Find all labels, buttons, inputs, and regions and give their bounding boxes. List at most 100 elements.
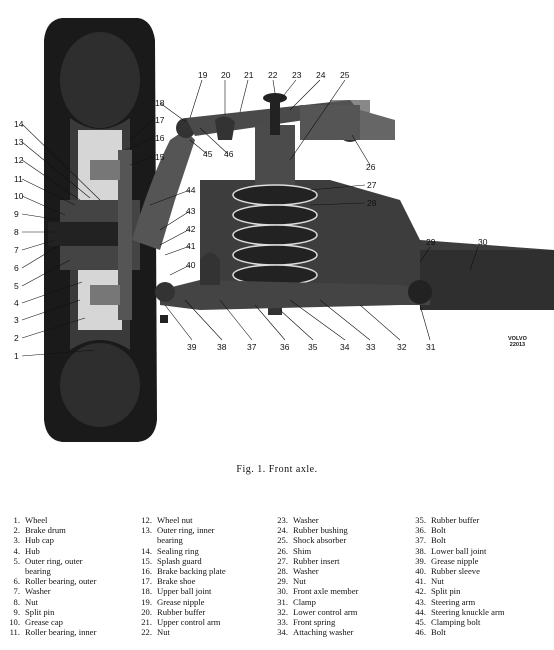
- legend-item: 10.Grease cap: [2, 617, 96, 627]
- legend-item-number: 15.: [141, 555, 152, 566]
- legend-item-label: Upper ball joint: [157, 586, 212, 597]
- hub-and-brake-drum: [48, 150, 140, 320]
- maker-mark-code: 22013: [509, 342, 526, 348]
- legend-item-label: Hub: [25, 545, 40, 556]
- legend-item-label: Shim: [293, 545, 312, 556]
- legend-item-number: 2.: [13, 525, 20, 536]
- legend-item-number: 44.: [415, 606, 426, 617]
- legend-item-number: 46.: [415, 627, 426, 638]
- legend-item-number: 13.: [141, 525, 152, 536]
- callout-10: 10: [14, 191, 24, 201]
- legend-item-number: [2, 566, 20, 576]
- callout-8: 8: [14, 227, 19, 237]
- legend-item-number: 32.: [277, 606, 288, 617]
- legend-item-label: Sealing ring: [157, 545, 199, 556]
- callout-6: 6: [14, 263, 19, 273]
- legend-item-number: 22.: [141, 627, 152, 638]
- callout-28: 28: [367, 198, 377, 208]
- legend-item-number: 40.: [415, 566, 426, 577]
- legend-item-label: bearing: [157, 535, 183, 546]
- legend-item-label: Clamp: [293, 596, 316, 607]
- leader-lines: [21, 79, 479, 357]
- legend-item-label: Lower control arm: [293, 606, 358, 617]
- callout-1: 1: [14, 351, 19, 361]
- legend-item-label: Grease cap: [25, 617, 63, 628]
- legend-item-label: Wheel nut: [157, 515, 193, 525]
- legend-item: 28.Washer: [270, 566, 358, 576]
- legend-item: 22. Nut: [134, 627, 226, 637]
- callout-9: 9: [14, 209, 19, 219]
- legend-item: 20.Rubber buffer: [134, 607, 226, 617]
- legend-item-label: Bolt: [431, 535, 446, 546]
- legend-item: 29.Nut: [270, 576, 358, 586]
- legend-item: 17.Brake shoe: [134, 576, 226, 586]
- legend-item: 37. Bolt: [408, 535, 505, 545]
- legend-item: 11.Roller bearing, inner: [2, 627, 97, 637]
- legend-item-label: Nut: [431, 576, 444, 587]
- legend-item-number: 33.: [277, 617, 288, 628]
- legend-item-label: Washer: [293, 566, 319, 577]
- callout-32: 32: [397, 342, 407, 352]
- legend-item-label: Split pin: [25, 606, 55, 617]
- legend-item-label: Brake drum: [25, 525, 66, 536]
- legend-item-number: 14.: [141, 545, 152, 556]
- legend-item-number: 39.: [415, 555, 426, 566]
- callout-42: 42: [186, 224, 196, 234]
- callout-3: 3: [14, 315, 19, 325]
- legend-item-label: Steering knuckle arm: [431, 606, 505, 617]
- legend-item: 14. Sealing ring: [134, 546, 226, 556]
- legend-item: 12.Wheel nut: [134, 515, 226, 525]
- callout-24: 24: [316, 70, 326, 80]
- legend-item-label: Lower ball joint: [431, 545, 487, 556]
- legend-item: 42.Split pin: [408, 586, 505, 596]
- legend-item: 7. Washer: [2, 586, 96, 596]
- legend-item-label: Outer ring, outer: [25, 555, 83, 566]
- legend-item: 34.Attaching washer: [270, 627, 358, 637]
- legend-item-label: Nut: [157, 627, 170, 638]
- legend-item-number: 20.: [141, 606, 152, 617]
- legend-item-number: 1.: [13, 515, 20, 525]
- legend-item-number: 36.: [415, 525, 426, 536]
- legend-item: 43.Steering arm: [408, 597, 505, 607]
- legend-item-label: bearing: [25, 566, 51, 577]
- callout-14: 14: [14, 119, 24, 129]
- legend-item: bearing: [2, 566, 96, 576]
- legend-item-number: 37.: [415, 535, 426, 546]
- legend-item-label: Upper control arm: [157, 617, 221, 628]
- callout-40: 40: [186, 260, 196, 270]
- legend-item-number: 7.: [13, 586, 20, 597]
- legend-item-label: Splash guard: [157, 555, 202, 566]
- callout-2: 2: [14, 333, 19, 343]
- legend-item-number: 34.: [277, 627, 288, 638]
- legend-item-number: [134, 535, 152, 545]
- legend-item-label: Clamping bolt: [431, 617, 481, 628]
- legend-item: 32. Lower control arm: [270, 607, 358, 617]
- callout-12: 12: [14, 155, 24, 165]
- legend-item: 5.Outer ring, outer: [2, 556, 96, 566]
- callout-7: 7: [14, 245, 19, 255]
- legend-item-number: 29.: [277, 576, 288, 587]
- legend-item: 25.Shock absorber: [270, 535, 358, 545]
- callout-31: 31: [426, 342, 436, 352]
- legend-item-label: Rubber sleeve: [431, 566, 480, 577]
- callout-15: 15: [155, 152, 165, 162]
- legend-item: 26.Shim: [270, 546, 358, 556]
- callout-30: 30: [478, 237, 488, 247]
- callout-23: 23: [292, 70, 302, 80]
- legend-item-number: 8.: [13, 596, 20, 607]
- legend-item-number: 42.: [415, 586, 426, 597]
- legend-item-label: Washer: [25, 586, 51, 597]
- callout-18: 18: [155, 98, 165, 108]
- legend-item-number: 23.: [277, 515, 288, 525]
- legend-item: bearing: [134, 535, 226, 545]
- legend-item-label: Rubber insert: [293, 555, 340, 566]
- legend-item: 15. Splash guard: [134, 556, 226, 566]
- callout-38: 38: [217, 342, 227, 352]
- legend-item-number: 19.: [141, 596, 152, 607]
- callout-5: 5: [14, 281, 19, 291]
- legend-item-label: Grease nipple: [431, 555, 479, 566]
- callout-35: 35: [308, 342, 318, 352]
- legend-item: 24.Rubber bushing: [270, 525, 358, 535]
